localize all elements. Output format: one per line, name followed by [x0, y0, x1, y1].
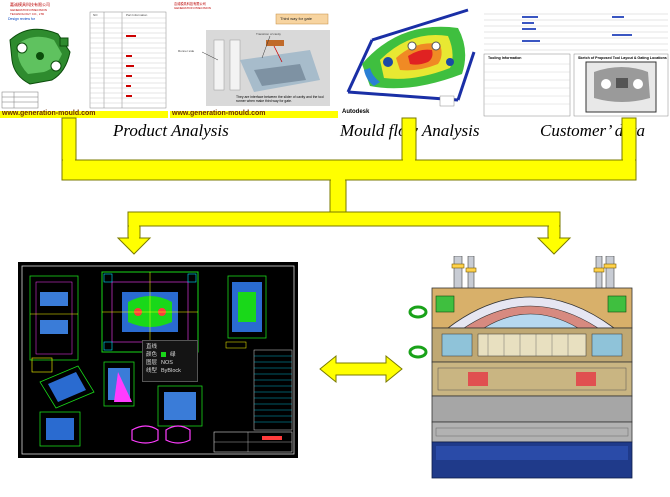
color-swatch-icon	[161, 352, 167, 357]
popup-row-color: 颜色 绿	[146, 351, 194, 359]
gate-analysis-panel: 嘉诚模具科技有限公司 GENERATION PRECISION Third wa…	[170, 0, 338, 118]
svg-text:TECHNOLOGY CO., LTD: TECHNOLOGY CO., LTD	[10, 12, 45, 16]
product-analysis-url: www.generation-mould.com	[2, 110, 96, 117]
gate-runner-label: Runner side	[178, 49, 195, 53]
popup-value: 绿	[170, 352, 176, 358]
customer-data-sheet	[482, 0, 670, 118]
gate-analysis-sheet: 嘉诚模具科技有限公司 GENERATION PRECISION	[170, 0, 338, 118]
green-part-icon	[9, 28, 71, 85]
yellow-connector-tree	[61, 117, 637, 255]
tooling-info-title: Tooling Information	[488, 56, 522, 60]
svg-text:GENERATION PRECISION: GENERATION PRECISION	[174, 6, 211, 10]
gate-cavity-label: Transition of cavity	[256, 32, 281, 36]
product-analysis-panel: 嘉诚模具科技有限公司 GENERATION PRECISION TECHNOLO…	[0, 0, 168, 118]
arrow-down-left-icon	[116, 237, 152, 255]
connector-horizontal-bar	[61, 159, 637, 181]
popup-title: 直线	[146, 344, 158, 350]
arrow-down-right-icon	[536, 237, 572, 255]
cad-properties-popup[interactable]: 直线 颜色 绿 图层 NOS 线型 ByBlock	[142, 340, 198, 382]
popup-key: 颜色	[146, 352, 158, 358]
popup-value: NOS	[161, 360, 173, 366]
caption-customer-data: Customer’ data	[540, 121, 645, 140]
connector-center-stem	[329, 179, 347, 213]
connector-lower-bar	[127, 211, 561, 227]
popup-key: 图层	[146, 360, 158, 366]
caption-product-analysis: Product Analysis	[113, 121, 229, 140]
product-table-header-info: Part Information	[126, 13, 148, 17]
svg-text:嘉诚模具科技有限公司: 嘉诚模具科技有限公司	[10, 1, 50, 7]
product-analysis-sheet: 嘉诚模具科技有限公司 GENERATION PRECISION TECHNOLO…	[0, 0, 168, 118]
autodesk-logo: Autodesk	[342, 109, 370, 115]
customer-data-panel: Tooling Information Sketch of Proposed T…	[482, 0, 670, 118]
design-review-label: Design review for	[8, 17, 36, 21]
mould-flow-render	[340, 0, 480, 118]
double-arrow-icon	[319, 354, 403, 384]
svg-text:嘉诚模具科技有限公司: 嘉诚模具科技有限公司	[174, 1, 206, 6]
gate-note: They are interface between the slider of…	[236, 95, 324, 103]
cad-drawing-panel: 直线 颜色 绿 图层 NOS 线型 ByBlock	[18, 262, 298, 458]
svg-text:GENERATION PRECISION: GENERATION PRECISION	[10, 8, 47, 12]
gate-callout-title: Third way for gate	[280, 16, 313, 21]
popup-value: ByBlock	[161, 368, 181, 374]
popup-row-linetype: 线型 ByBlock	[146, 367, 194, 375]
popup-key: 线型	[146, 368, 158, 374]
sketch-title: Sketch of Proposed Tool Layout & Gating …	[578, 56, 667, 60]
mould-3d-render	[408, 256, 646, 480]
product-table-header-no: NO	[93, 13, 98, 17]
mould-3d-panel	[408, 256, 646, 480]
mould-flow-panel: Autodesk	[340, 0, 480, 118]
popup-row-layer: 图层 NOS	[146, 359, 194, 367]
gate-analysis-url: www.generation-mould.com	[172, 110, 266, 117]
